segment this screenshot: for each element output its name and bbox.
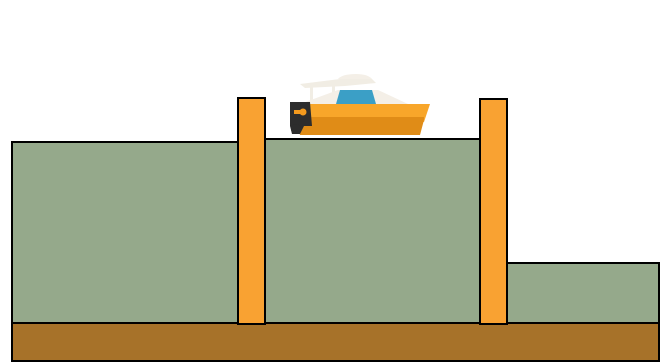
canal-bed-ground — [12, 323, 659, 361]
right-lock-gate[interactable] — [480, 99, 507, 324]
left-chamber-water — [12, 142, 239, 325]
boat-hull-shade — [296, 120, 424, 135]
motor-badge — [300, 109, 307, 116]
boat-roof — [338, 74, 372, 79]
boat-window — [336, 90, 376, 104]
boat-canopy — [300, 79, 376, 88]
right-chamber-water — [507, 263, 659, 325]
motor-boat[interactable] — [290, 74, 430, 135]
motor-propeller — [291, 124, 301, 134]
boat-hull-stripe — [298, 117, 424, 120]
middle-chamber-water — [265, 139, 481, 325]
left-lock-gate[interactable] — [238, 98, 265, 324]
